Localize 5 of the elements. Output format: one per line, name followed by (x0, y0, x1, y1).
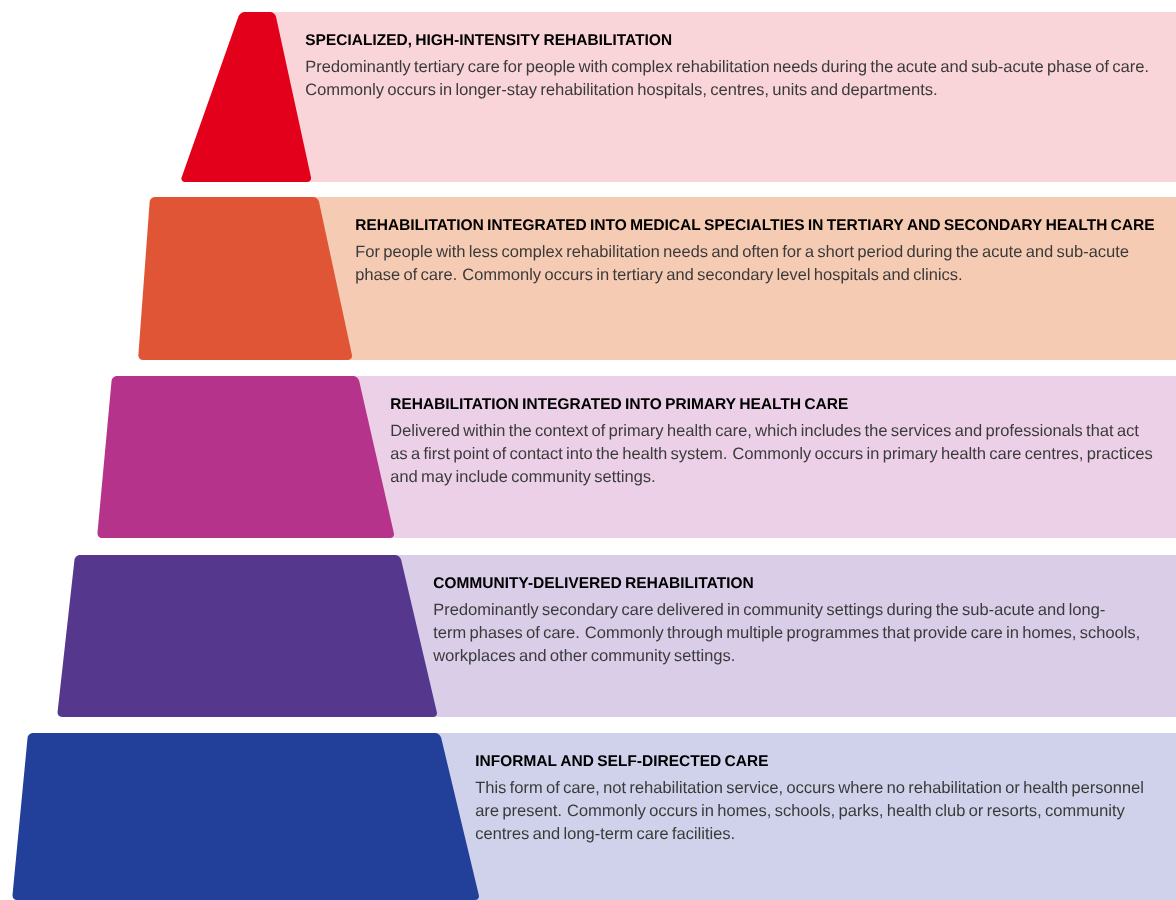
tier-band: INFORMAL AND SELF-DIRECTED CARE This form of care, not rehabilitation service, occurs where no rehabilitation or health personnel are present. Commonly occurs in homes, schools, parks, health club or resorts, community centres and long-term care facilities. (12, 733, 1176, 900)
tier-band: SPECIALIZED, HIGH-INTENSITY REHABILITATION Predominantly tertiary care for people with complex rehabilitation needs during the acute and sub-acute phase of care. Commonly occurs in longer-stay rehabilitation hospitals, centres, units and departments. (181, 12, 1176, 182)
tier-band: COMMUNITY-DELIVERED REHABILITATION Predominantly secondary care delivered in community settings during the sub-acute and long-term phases of care. Commonly through multiple programmes that provide care in homes, schools, workplaces and other community settings. (57, 555, 1176, 717)
tier-band: REHABILITATION INTEGRATED INTO MEDICAL SPECIALTIES IN TERTIARY AND SECONDARY HEALTH CARE For people with less complex rehabilitation needs and often for a short period during the acute and sub-acute phase of care. Commonly occurs in tertiary and secondary level hospitals and clinics. (138, 197, 1176, 360)
tier-band: REHABILITATION INTEGRATED INTO PRIMARY HEALTH CARE Delivered within the context of primary health care, which includes the services and professionals that act as a first point of contact into the health system. Commonly occurs in primary health care centres, practices and may include community settings. (97, 376, 1176, 538)
